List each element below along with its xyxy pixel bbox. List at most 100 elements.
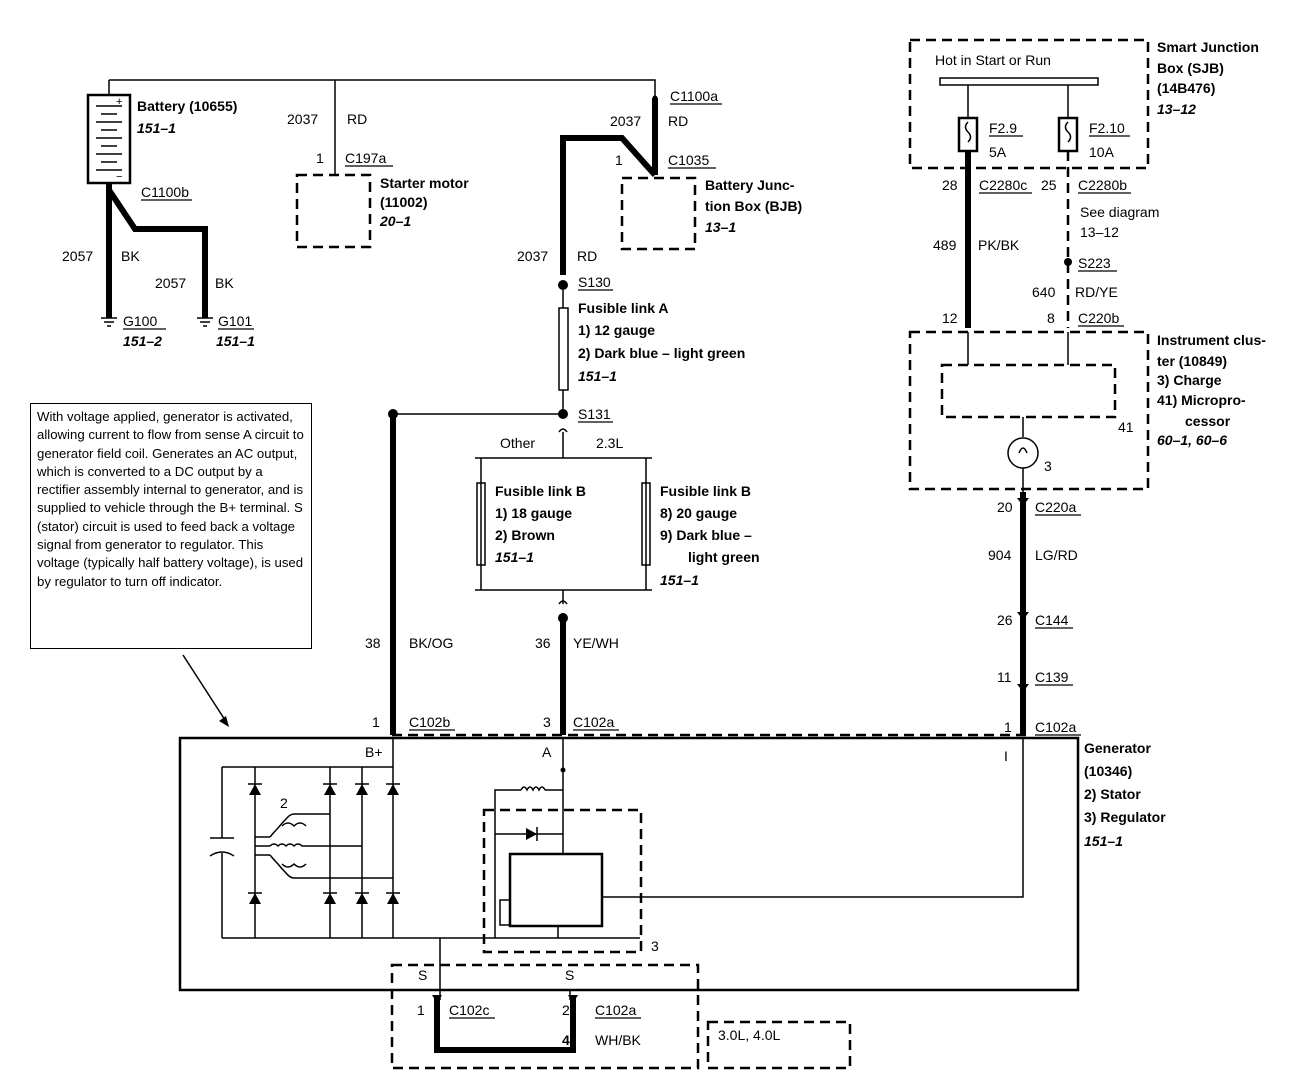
cluster-pin26-label: 26	[997, 612, 1013, 628]
battery: + −	[86, 80, 132, 185]
cluster-lamp-num-label: 3	[1044, 458, 1052, 474]
generator-pin-a-label: 3	[543, 714, 551, 730]
sjb-see-ref-label: 13–12	[1080, 224, 1119, 240]
grounds-g100-ref-label: 151–2	[123, 333, 162, 349]
cluster-l3-label: cessor	[1185, 413, 1231, 429]
sjb-w489-color-label: PK/BK	[978, 237, 1020, 253]
bjb-box	[620, 176, 697, 251]
s131-label: S131	[578, 406, 611, 422]
starter-name2-label: (11002)	[380, 194, 427, 210]
fusible-b-right-l3-label: light green	[688, 549, 760, 565]
description-note: With voltage applied, generator is activ…	[30, 403, 312, 649]
fusible-b-left-ref-label: 151–1	[495, 549, 534, 565]
grounds-wire2-num-label: 2057	[155, 275, 186, 291]
c1100b-label: C1100b	[141, 184, 189, 200]
sjb-fuse1-a-label: 5A	[989, 144, 1007, 160]
rectifier-assembly	[209, 738, 640, 939]
cluster-w904-label: 904	[988, 547, 1012, 563]
s-circuit-box	[390, 963, 700, 1070]
generator-ref-label: 151–1	[1084, 833, 1123, 849]
battery-label: Battery (10655)	[137, 98, 237, 114]
bjb-ref-label: 13–1	[705, 219, 736, 235]
splice-s223	[1064, 258, 1072, 266]
charge-indicator-lamp	[1007, 437, 1039, 469]
generator-pin-i-label: 1	[1004, 719, 1012, 735]
cluster-name2-label: ter (10849)	[1157, 353, 1227, 369]
bjb-pin-label: 1	[615, 152, 623, 168]
sjb-name2-label: Box (SJB)	[1157, 60, 1224, 76]
instrument-cluster-box	[908, 330, 1150, 491]
c1035-label: C1035	[668, 152, 709, 168]
generator-regulator-num-label: 3	[651, 938, 659, 954]
generator-stator-num-label: 2	[280, 795, 288, 811]
fusible-b-other-label: Other	[500, 435, 535, 451]
cluster-conn20-label: C220a	[1035, 499, 1076, 515]
g101-label: G101	[218, 313, 252, 329]
ground-symbol-g100	[101, 317, 117, 327]
starter-pin-label: 1	[316, 150, 324, 166]
starter-ref-label: 20–1	[379, 213, 411, 229]
regulator	[439, 738, 1024, 1000]
c1100a-label: C1100a	[670, 88, 718, 104]
cluster-l2-label: 41) Micropro-	[1157, 392, 1246, 408]
cluster-ref-label: 60–1, 60–6	[1157, 432, 1227, 448]
fusible-link-b-right	[641, 482, 651, 566]
c102c-label: C102c	[449, 1002, 489, 1018]
sjb-fuse2-a-label: 10A	[1089, 144, 1115, 160]
c102a-i-label: C102a	[1035, 719, 1076, 735]
fusible-a-l2-label: 2) Dark blue – light green	[578, 345, 745, 361]
circuits-a-num-label: 36	[535, 635, 551, 651]
fusible-b-right-l1-label: 8) 20 gauge	[660, 505, 737, 521]
cluster-w904-color-label: LG/RD	[1035, 547, 1078, 563]
sjb-s223-label: S223	[1078, 255, 1111, 271]
cluster-pin12-label: 12	[942, 310, 958, 326]
generator-l1-label: 2) Stator	[1084, 786, 1141, 802]
battery-ref: 151–1	[137, 120, 176, 136]
generator-l2-label: 3) Regulator	[1084, 809, 1166, 825]
fusible-link-a	[558, 307, 569, 391]
fusible-a-ref-label: 151–1	[578, 368, 617, 384]
fusible-b-right-ref-label: 151–1	[660, 572, 699, 588]
fusible-b-engine-label: 2.3L	[596, 435, 623, 451]
sjb-pin28-label: 28	[942, 177, 958, 193]
grounds-wire1-color-label: BK	[121, 248, 140, 264]
stator	[255, 813, 393, 879]
bjb-name2-label: tion Box (BJB)	[705, 198, 802, 214]
fusible-feed-wire	[560, 135, 658, 275]
sjb-conn25-label: C2280b	[1078, 177, 1127, 193]
cluster-pin8-label: 8	[1047, 310, 1055, 326]
c197a-label: C197a	[345, 150, 386, 166]
generator-name2-label: (10346)	[1084, 763, 1132, 779]
c102a-a-label: C102a	[573, 714, 614, 730]
circuits-a-color-label: YE/WH	[573, 635, 619, 651]
cluster-micro-num-label: 41	[1118, 419, 1134, 435]
battery-minus: −	[116, 171, 122, 183]
sjb-hot-label: Hot in Start or Run	[935, 52, 1051, 68]
grounds-wire1-num-label: 2057	[62, 248, 93, 264]
sjb-pin25-label: 25	[1041, 177, 1057, 193]
fusible-a-wire-num-label: 2037	[517, 248, 548, 264]
cluster-pin20-label: 20	[997, 499, 1013, 515]
generator-pin-bplus-label: 1	[372, 714, 380, 730]
generator-pin-s1-label: 1	[417, 1002, 425, 1018]
c102b-label: C102b	[409, 714, 450, 730]
g100-label: G100	[123, 313, 157, 329]
fusible-b-left-l1-label: 1) 18 gauge	[495, 505, 572, 521]
ground-symbol-g101	[197, 317, 213, 327]
starter-motor-box	[295, 173, 372, 249]
bjb-wire-num-label: 2037	[610, 113, 641, 129]
sjb-w640-color-label: RD/YE	[1075, 284, 1118, 300]
fusible-a-title-label: Fusible link A	[578, 300, 669, 316]
cluster-pin11-label: 11	[997, 669, 1012, 685]
cluster-name1-label: Instrument clus-	[1157, 332, 1266, 348]
s-circuit-wire	[434, 995, 576, 1053]
cluster-l1-label: 3) Charge	[1157, 372, 1222, 388]
cluster-conn11-label: C139	[1035, 669, 1069, 685]
starter-wire-color-label: RD	[347, 111, 367, 127]
engine-option-box	[706, 1020, 852, 1070]
grounds-wire2-color-label: BK	[215, 275, 234, 291]
generator-label-bplus-label: B+	[365, 744, 383, 760]
cluster-conn-label: C220b	[1078, 310, 1119, 326]
sjb-w489-label: 489	[933, 237, 957, 253]
